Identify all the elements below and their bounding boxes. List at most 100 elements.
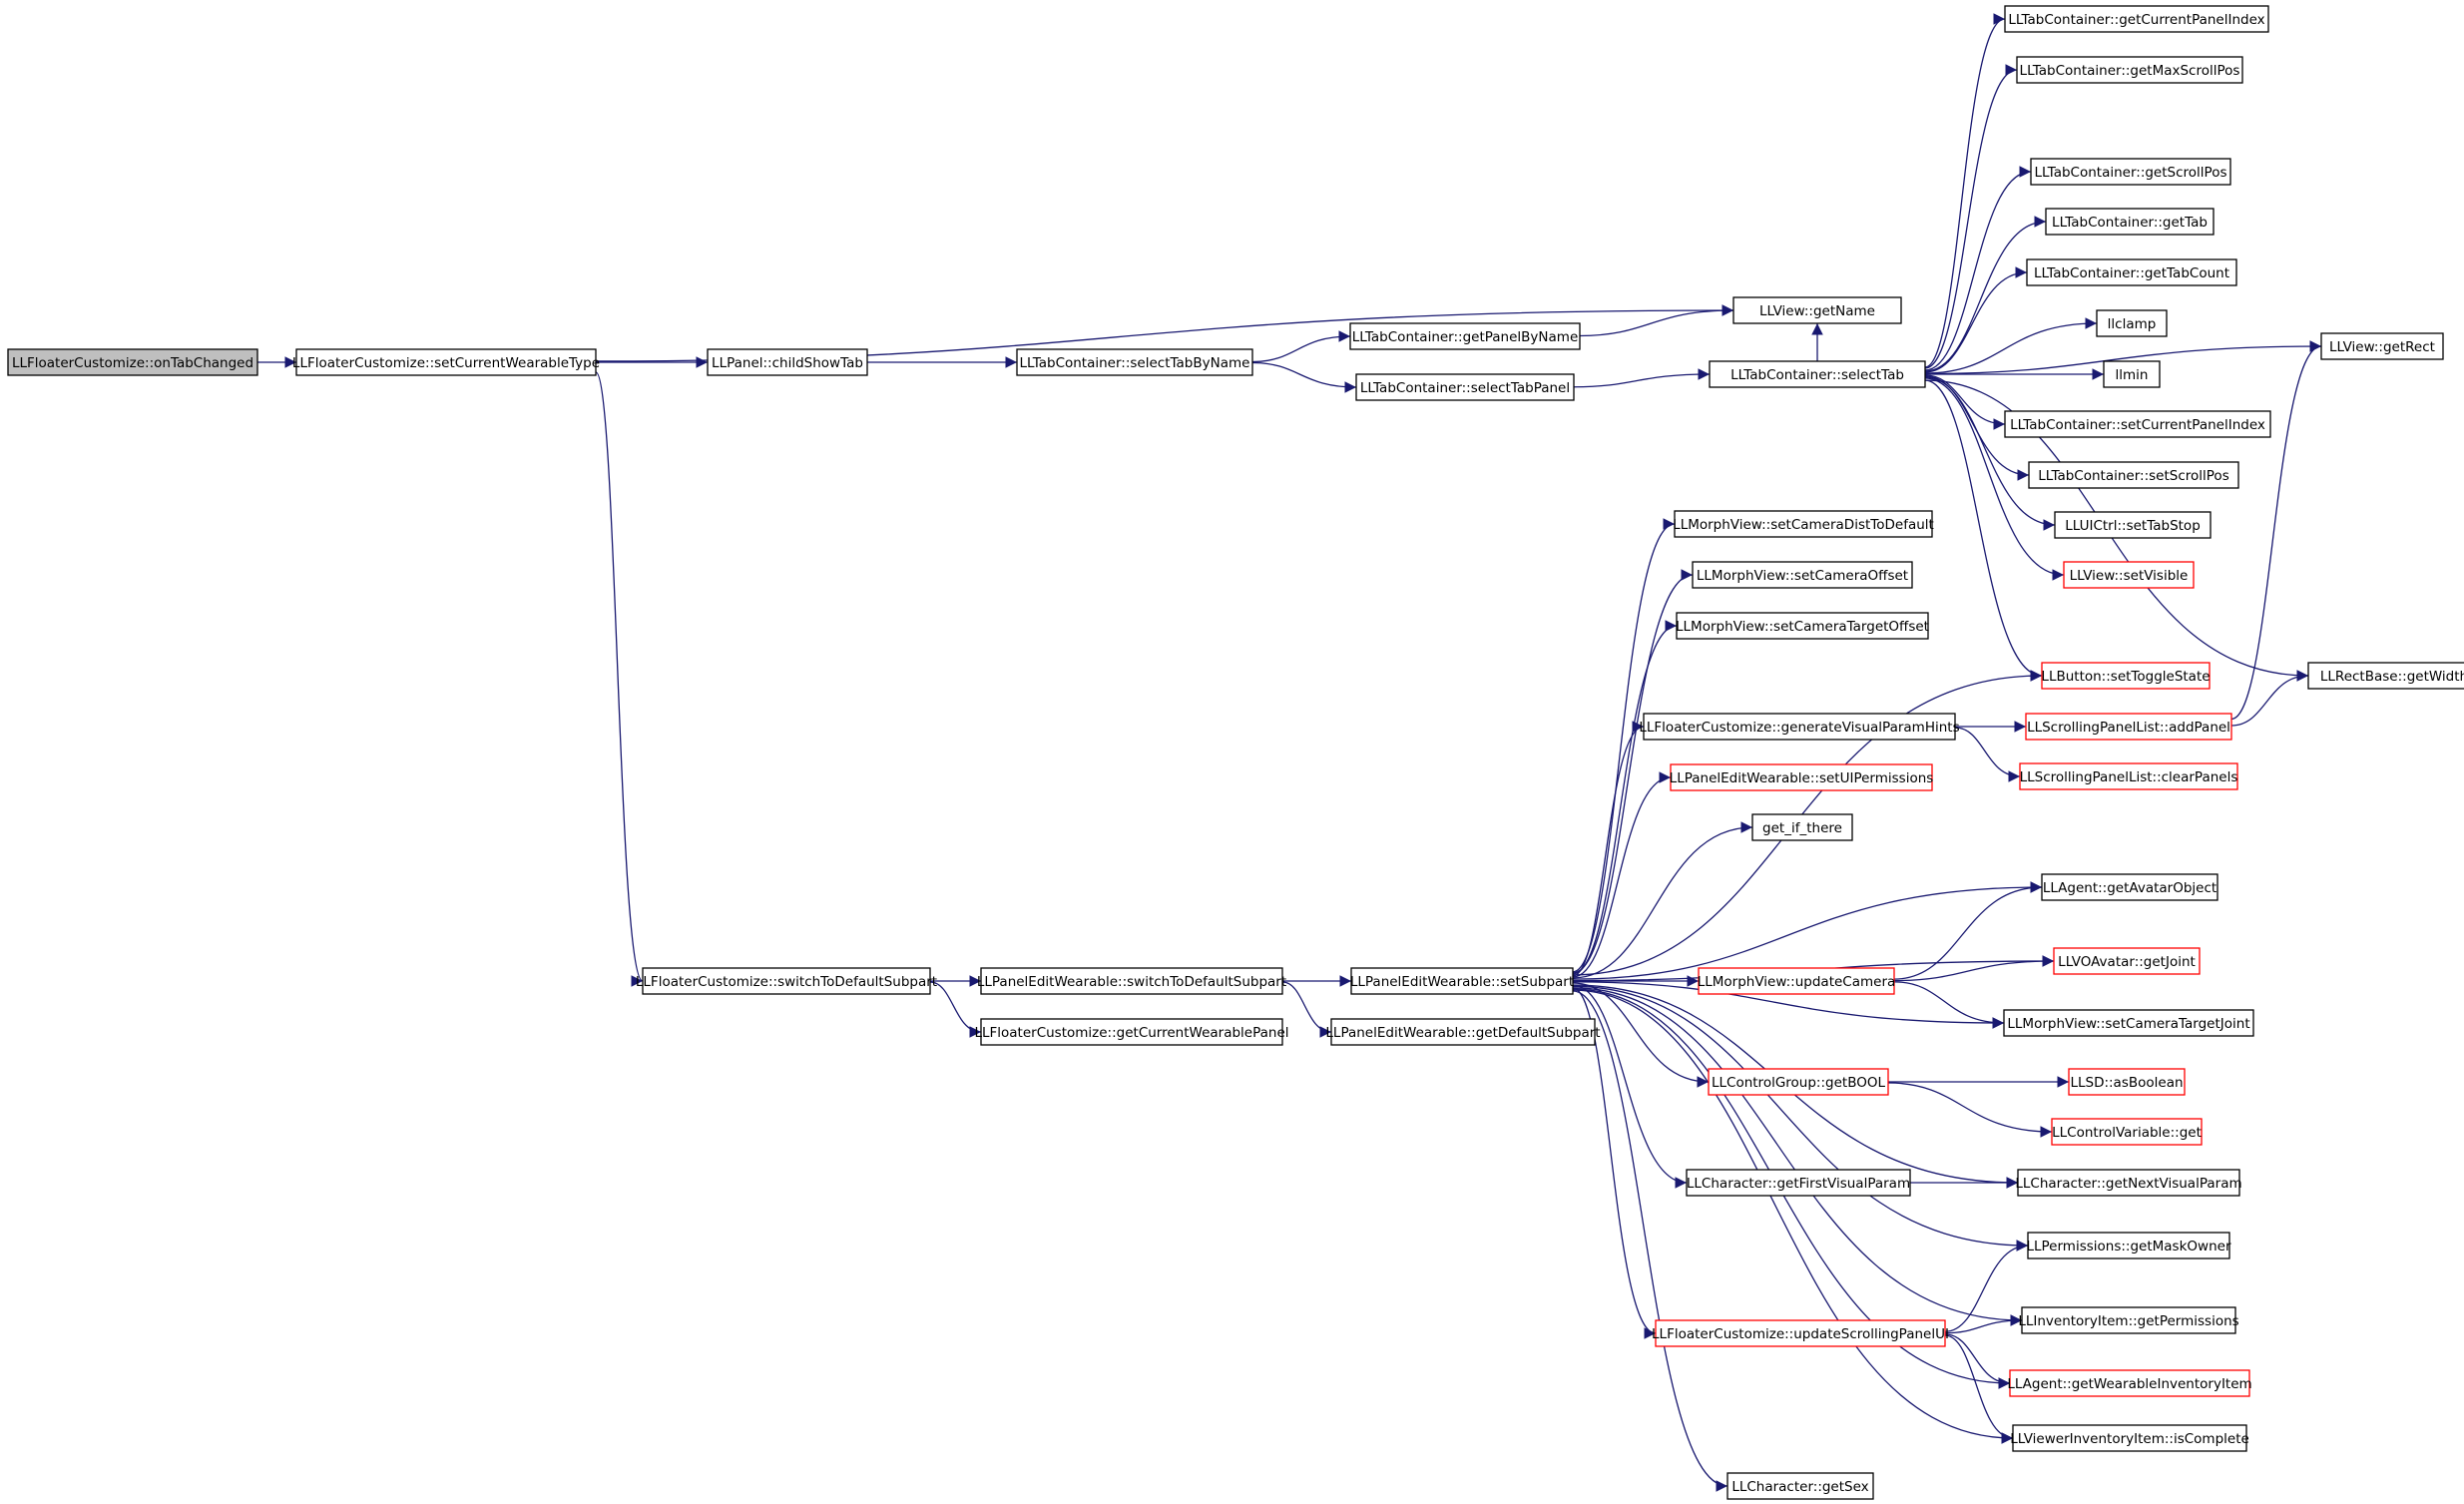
node-box	[1643, 713, 1956, 741]
node-setToggleState[interactable]: LLButton::setToggleState	[2041, 662, 2211, 690]
node-getWII[interactable]: LLAgent::getWearableInventoryItem	[2007, 1369, 2252, 1397]
edge-selectTab-to-setTabStop	[1924, 376, 2056, 531]
node-box	[1709, 360, 1926, 388]
edge-selectTab-to-getRect	[1924, 340, 2322, 375]
node-setUIPermissions[interactable]: LLPanelEditWearable::setUIPermissions	[1670, 763, 1934, 791]
node-getRect[interactable]: LLView::getRect	[2320, 332, 2444, 360]
node-label: LLTabContainer::getTab	[2052, 215, 2208, 231]
node-box	[1732, 296, 1902, 324]
node-setSubpart[interactable]: LLPanelEditWearable::setSubpart	[1350, 967, 1574, 995]
node-addPanel[interactable]: LLScrollingPanelList::addPanel	[2025, 713, 2232, 741]
edge-setSubpart-to-setUIPermissions	[1572, 771, 1672, 978]
node-getDefaultSubpart[interactable]: LLPanelEditWearable::getDefaultSubpart	[1325, 1018, 1601, 1046]
node-label: LLCharacter::getFirstVisualParam	[1687, 1176, 1910, 1192]
node-label: LLFloaterCustomize::onTabChanged	[12, 355, 253, 371]
node-setCameraDistToDefault[interactable]: LLMorphView::setCameraDistToDefault	[1673, 510, 1934, 538]
edge-setSubpart-to-getFirstVP	[1572, 984, 1688, 1189]
node-setCameraTargetOffset[interactable]: LLMorphView::setCameraTargetOffset	[1676, 612, 1929, 640]
edge-getBOOL-to-cvGet	[1887, 1082, 2053, 1138]
node-asBoolean[interactable]: LLSD::asBoolean	[2068, 1068, 2186, 1096]
node-getScrollPos[interactable]: LLTabContainer::getScrollPos	[2030, 158, 2231, 186]
node-label: LLButton::setToggleState	[2041, 669, 2210, 685]
node-getNextVP[interactable]: LLCharacter::getNextVisualParam	[2015, 1169, 2242, 1197]
node-llclamp[interactable]: llclamp	[2096, 309, 2168, 337]
edge-setSubpart-to-get_if_there	[1572, 821, 1753, 979]
node-switchFC[interactable]: LLFloaterCustomize::switchToDefaultSubpa…	[636, 967, 937, 995]
node-getSex[interactable]: LLCharacter::getSex	[1726, 1472, 1874, 1500]
edge-updateSPUI-to-getPermissions	[1944, 1314, 2023, 1334]
node-isComplete[interactable]: LLViewerInventoryItem::isComplete	[2010, 1424, 2249, 1452]
node-label: LLCharacter::getSex	[1731, 1479, 1868, 1495]
edge-setSubpart-to-setCameraTargetOffset	[1572, 620, 1678, 975]
node-switchPEW[interactable]: LLPanelEditWearable::switchToDefaultSubp…	[977, 967, 1286, 995]
edge-updateCamera-to-getAvatarObject	[1893, 881, 2043, 980]
node-getPanelByName[interactable]: LLTabContainer::getPanelByName	[1349, 322, 1581, 350]
edge-selectTab-to-setVisible	[1924, 377, 2065, 581]
node-box	[1670, 763, 1933, 791]
edge-setSubpart-to-getPermissions	[1572, 987, 2023, 1326]
node-box	[2053, 947, 2201, 975]
node-setScrollPos[interactable]: LLTabContainer::setScrollPos	[2028, 461, 2239, 489]
node-getFirstVP[interactable]: LLCharacter::getFirstVisualParam	[1686, 1169, 1911, 1197]
node-updateSPUI[interactable]: LLFloaterCustomize::updateScrollingPanel…	[1652, 1319, 1949, 1347]
node-selectTab[interactable]: LLTabContainer::selectTab	[1709, 360, 1926, 388]
node-label: LLTabContainer::getTabCount	[2034, 265, 2229, 281]
node-getWidth[interactable]: LLRectBase::getWidth	[2307, 662, 2464, 690]
node-setCWT[interactable]: LLFloaterCustomize::setCurrentWearableTy…	[292, 348, 600, 376]
node-getAvatarObject[interactable]: LLAgent::getAvatarObject	[2041, 873, 2218, 901]
node-getTab[interactable]: LLTabContainer::getTab	[2045, 208, 2215, 236]
node-box	[2021, 1306, 2236, 1334]
edge-updateCamera-to-setCameraTargetJoint	[1893, 981, 2005, 1029]
edge-selectTab-to-llclamp	[1924, 317, 2098, 374]
node-cvGet[interactable]: LLControlVariable::get	[2051, 1118, 2203, 1146]
node-getCurrentPanelIndex[interactable]: LLTabContainer::getCurrentPanelIndex	[2004, 5, 2269, 33]
edge-setCWT-to-switchFC	[595, 371, 644, 987]
node-setVisible[interactable]: LLView::setVisible	[2063, 561, 2195, 589]
node-box	[1655, 1319, 1946, 1347]
node-root[interactable]: LLFloaterCustomize::onTabChanged	[7, 348, 258, 376]
node-getJoint[interactable]: LLVOAvatar::getJoint	[2053, 947, 2201, 975]
node-getMaxScrollPos[interactable]: LLTabContainer::getMaxScrollPos	[2016, 56, 2243, 84]
node-clearPanels[interactable]: LLScrollingPanelList::clearPanels	[2019, 762, 2238, 790]
node-getTabCount[interactable]: LLTabContainer::getTabCount	[2026, 258, 2237, 286]
node-label: LLViewerInventoryItem::isComplete	[2010, 1431, 2249, 1447]
node-box	[2016, 56, 2243, 84]
node-getPermissions[interactable]: LLInventoryItem::getPermissions	[2018, 1306, 2239, 1334]
node-setCurrentPanelIndex[interactable]: LLTabContainer::setCurrentPanelIndex	[2004, 410, 2271, 438]
edge-switchFC-to-getCWP	[929, 981, 982, 1038]
node-label: LLMorphView::setCameraTargetOffset	[1676, 619, 1929, 635]
node-getBOOL[interactable]: LLControlGroup::getBOOL	[1708, 1068, 1889, 1096]
node-box	[2019, 762, 2238, 790]
node-box	[2017, 1169, 2240, 1197]
node-setCameraOffset[interactable]: LLMorphView::setCameraOffset	[1692, 561, 1913, 589]
node-box	[2068, 1068, 2186, 1096]
node-box	[1692, 561, 1913, 589]
node-box	[2307, 662, 2464, 690]
node-selectTabByName[interactable]: LLTabContainer::selectTabByName	[1016, 348, 1253, 376]
node-genVPH[interactable]: LLFloaterCustomize::generateVisualParamH…	[1639, 713, 1960, 741]
node-getCWP[interactable]: LLFloaterCustomize::getCurrentWearablePa…	[974, 1018, 1289, 1046]
node-setTabStop[interactable]: LLUICtrl::setTabStop	[2054, 511, 2212, 539]
node-box	[2054, 511, 2212, 539]
edge-selectTab-to-getTab	[1924, 216, 2047, 372]
node-get_if_there[interactable]: get_if_there	[1751, 813, 1853, 841]
edge-updateSPUI-to-getWII	[1944, 1333, 2011, 1389]
node-label: LLFloaterCustomize::getCurrentWearablePa…	[974, 1025, 1288, 1041]
node-getMaskOwner[interactable]: LLPermissions::getMaskOwner	[2026, 1232, 2231, 1259]
node-box	[2003, 1009, 2254, 1037]
node-box	[2009, 1369, 2250, 1397]
node-getName[interactable]: LLView::getName	[1732, 296, 1902, 324]
node-selectTabPanel[interactable]: LLTabContainer::selectTabPanel	[1355, 373, 1575, 401]
node-updateCamera[interactable]: LLMorphView::updateCamera	[1698, 967, 1896, 995]
node-label: LLTabContainer::getPanelByName	[1352, 329, 1579, 345]
node-setCameraTargetJoint[interactable]: LLMorphView::setCameraTargetJoint	[2003, 1009, 2254, 1037]
node-label: LLAgent::getWearableInventoryItem	[2007, 1376, 2251, 1392]
node-label: LLFloaterCustomize::switchToDefaultSubpa…	[636, 974, 937, 990]
node-box	[1355, 373, 1575, 401]
node-llmin[interactable]: llmin	[2103, 360, 2161, 388]
node-box	[2041, 873, 2218, 901]
node-box	[1698, 967, 1895, 995]
node-childShowTab[interactable]: LLPanel::childShowTab	[707, 348, 868, 376]
